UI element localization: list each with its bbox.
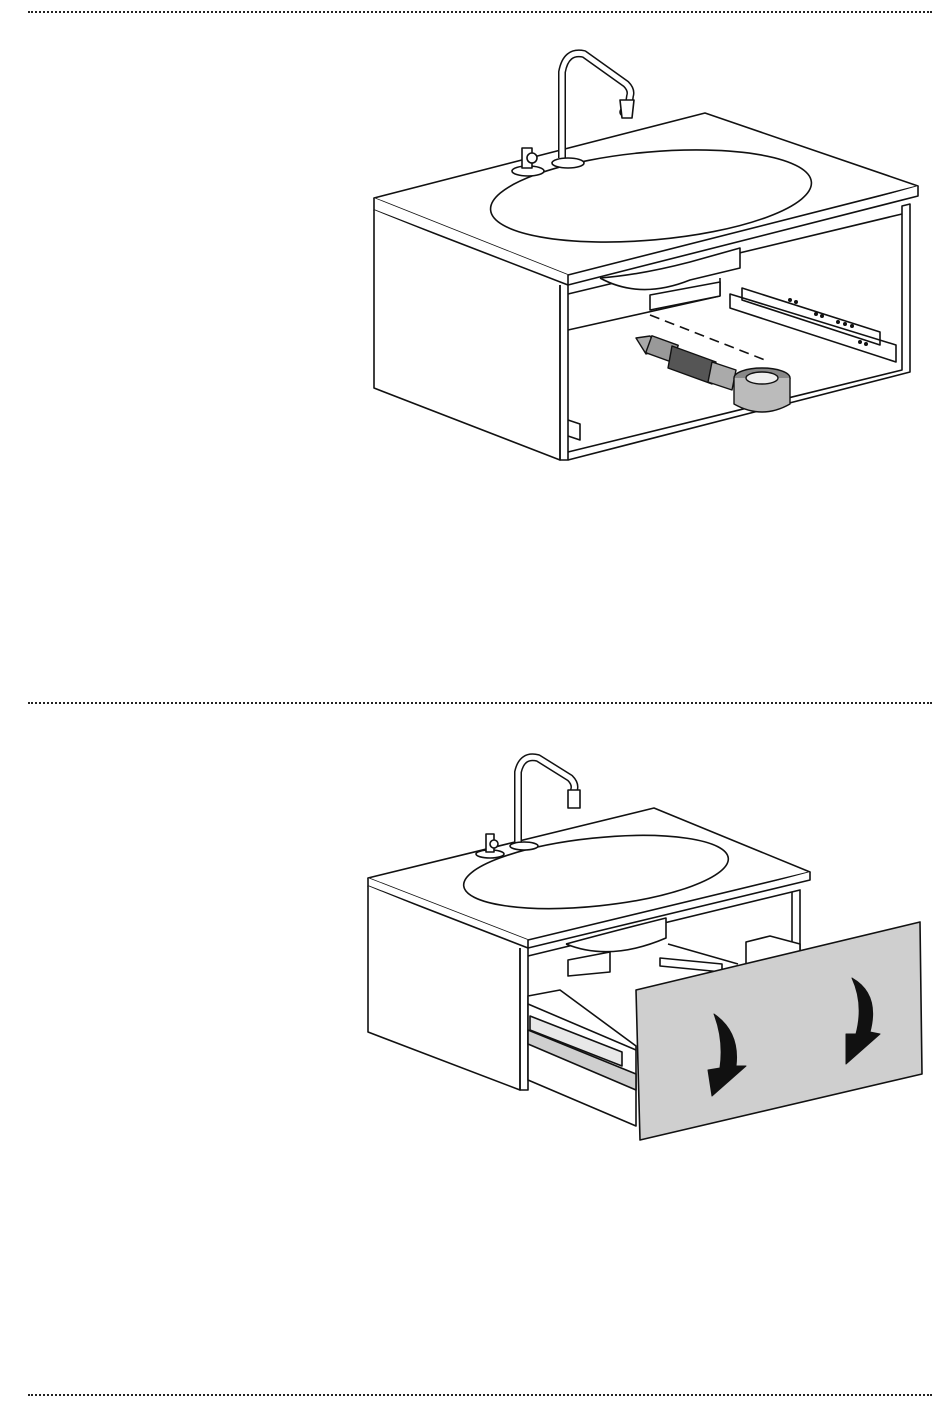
step-1-illustration (0, 30, 950, 680)
siphon (636, 336, 790, 412)
divider-bottom (28, 1394, 932, 1396)
divider-middle (28, 702, 932, 704)
divider-top (28, 11, 932, 13)
step-2-illustration (0, 730, 950, 1380)
